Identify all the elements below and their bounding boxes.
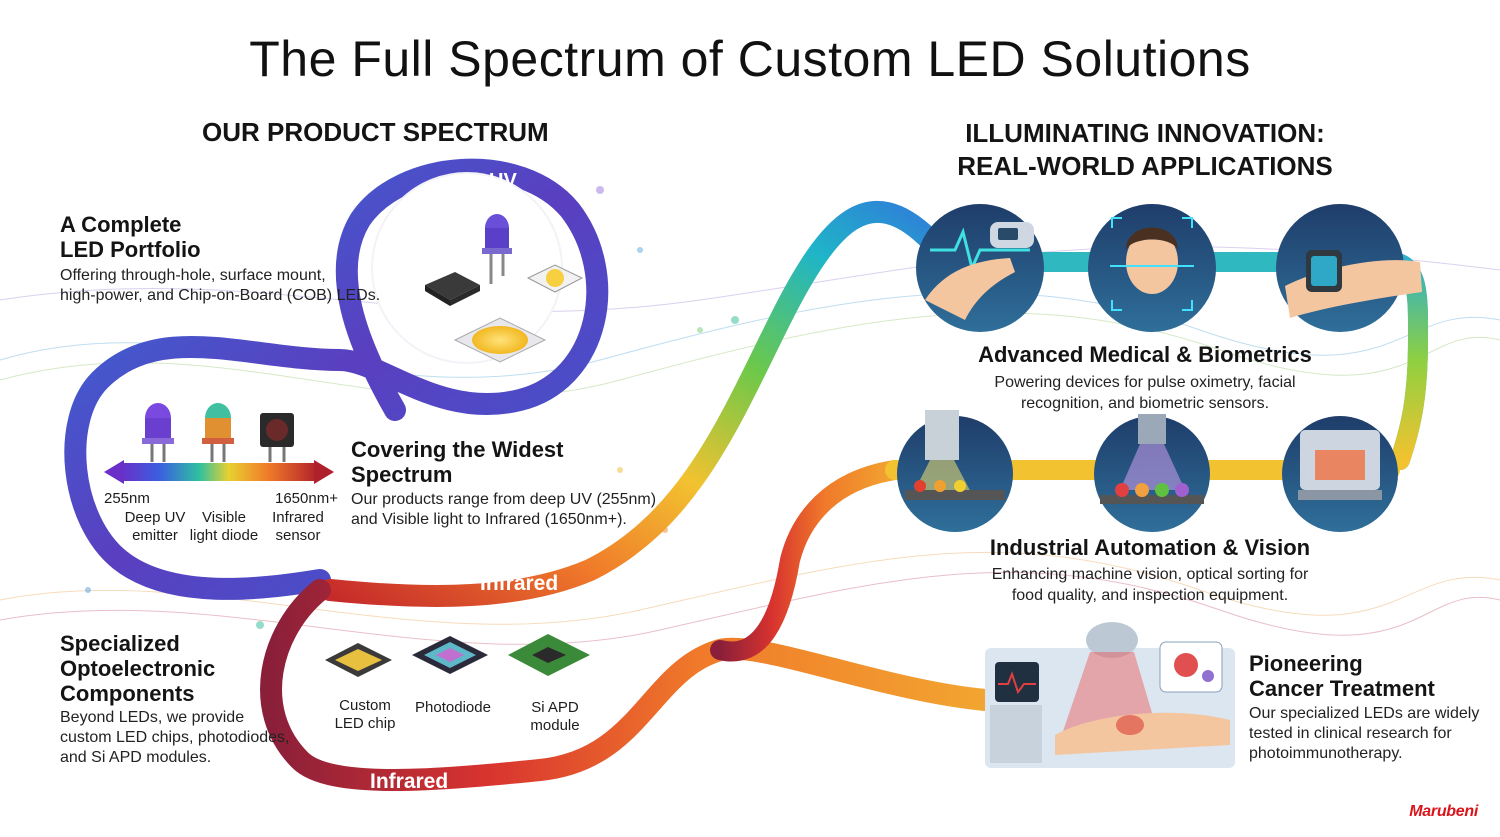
infrared-inner-band	[710, 460, 905, 662]
scale-item-visible: Visible light diode	[189, 509, 259, 544]
industrial-title: Industrial Automation & Vision	[989, 535, 1311, 560]
infrared-band-label-lower: Infrared	[370, 770, 449, 793]
widest-spectrum-title: Covering the Widest Spectrum	[351, 437, 564, 487]
cancer-text: Our specialized LEDs are widely tested i…	[1249, 705, 1480, 762]
uv-products-circle	[371, 172, 584, 364]
industrial-text: Enhancing machine vision, optical sortin…	[991, 566, 1309, 604]
infrared-lower-band	[260, 579, 996, 791]
sparkle-dots	[85, 186, 739, 629]
portfolio-text: Offering through-hole, surface mount, hi…	[60, 267, 381, 304]
components-text: Beyond LEDs, we provide custom LED chips…	[60, 709, 290, 766]
chip-caption-si-apd: Si APD module	[530, 699, 580, 734]
portfolio-title: A Complete LED Portfolio	[60, 212, 201, 262]
components-chips	[325, 634, 590, 677]
spectrum-scale	[104, 403, 334, 484]
cancer-treatment-illustration	[985, 622, 1235, 768]
rainbow-s-band	[319, 200, 941, 607]
medical-text: Powering devices for pulse oximetry, fac…	[994, 374, 1296, 412]
scale-item-deep-uv: Deep UV emitter	[124, 509, 186, 544]
cancer-title: Pioneering Cancer Treatment	[1249, 651, 1435, 701]
scale-max-label: 1650nm+	[275, 490, 338, 507]
product-spectrum-heading: OUR PRODUCT SPECTRUM	[202, 117, 549, 147]
scale-item-infrared: Infrared sensor	[272, 509, 324, 544]
uv-loop-band	[64, 158, 609, 600]
scale-min-label: 255nm	[104, 490, 150, 507]
chip-caption-custom-led: Custom LED chip	[334, 697, 396, 732]
page-title: The Full Spectrum of Custom LED Solution…	[249, 31, 1251, 87]
uv-band-label: UV	[489, 170, 517, 192]
medical-title: Advanced Medical & Biometrics	[978, 342, 1312, 367]
widest-spectrum-text: Our products range from deep UV (255nm) …	[351, 491, 657, 528]
industrial-illustrations	[897, 410, 1398, 532]
medical-illustrations	[916, 204, 1422, 332]
infrared-band-label-upper: Infrared	[480, 572, 559, 595]
components-title: Specialized Optoelectronic Components	[60, 631, 216, 706]
chip-caption-photodiode: Photodiode	[415, 699, 491, 716]
applications-heading: ILLUMINATING INNOVATION: REAL-WORLD APPL…	[957, 118, 1333, 181]
marubeni-logo: Marubeni	[1409, 803, 1478, 820]
